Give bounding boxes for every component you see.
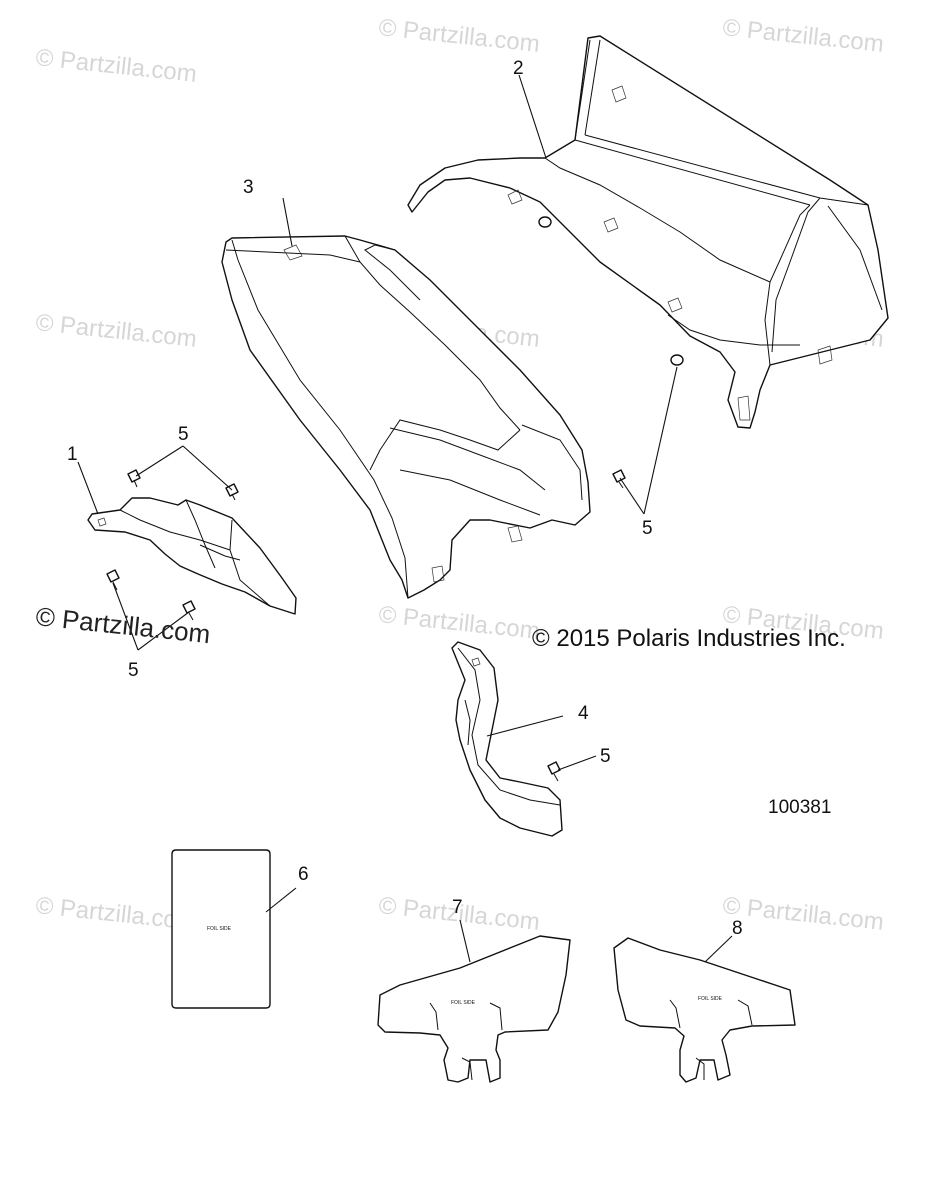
fastener [182, 600, 196, 621]
part-7-foil-shield: FOIL SIDE [377, 935, 571, 1083]
part-8-foil-shield: FOIL SIDE [613, 937, 796, 1083]
leader-lines [77, 74, 733, 963]
part-2-rear-panel [407, 35, 889, 429]
foil-side-label: FOIL SIDE [451, 1000, 476, 1006]
watermark-text: © Partzilla.com [721, 14, 885, 58]
fastener [106, 569, 120, 591]
fastener [127, 469, 141, 488]
watermark-text: © Partzilla.com [34, 309, 198, 353]
fastener [612, 469, 626, 489]
callout-8: 8 [732, 918, 743, 939]
part-4-bracket [451, 641, 563, 837]
callout-5: 5 [128, 660, 139, 681]
fastener [547, 761, 561, 782]
foil-side-label: FOIL SIDE [207, 926, 232, 932]
watermark-text: © Partzilla.com [377, 601, 541, 645]
callout-5: 5 [642, 518, 653, 539]
figure-number: 100381 [768, 797, 831, 818]
callout-4: 4 [578, 703, 589, 724]
watermark-text: © Partzilla.com [721, 892, 885, 936]
watermark-text: © Partzilla.com [377, 14, 541, 58]
copyright-notice: © 2015 Polaris Industries Inc. [532, 625, 846, 652]
part-3-front-panel [221, 235, 591, 599]
callouts: 1 2 3 4 5 5 5 5 6 7 8 [67, 58, 743, 939]
callout-5: 5 [600, 746, 611, 767]
watermark-text: © Partzilla.com [34, 44, 198, 88]
callout-3: 3 [243, 177, 254, 198]
callout-6: 6 [298, 864, 309, 885]
callout-1: 1 [67, 444, 78, 465]
callout-7: 7 [452, 897, 463, 918]
callout-5: 5 [178, 424, 189, 445]
callout-2: 2 [513, 58, 524, 79]
part-1-bracket [87, 497, 297, 615]
foil-side-label: FOIL SIDE [698, 996, 723, 1002]
part-6-foil-sheet: FOIL SIDE [171, 849, 271, 1009]
